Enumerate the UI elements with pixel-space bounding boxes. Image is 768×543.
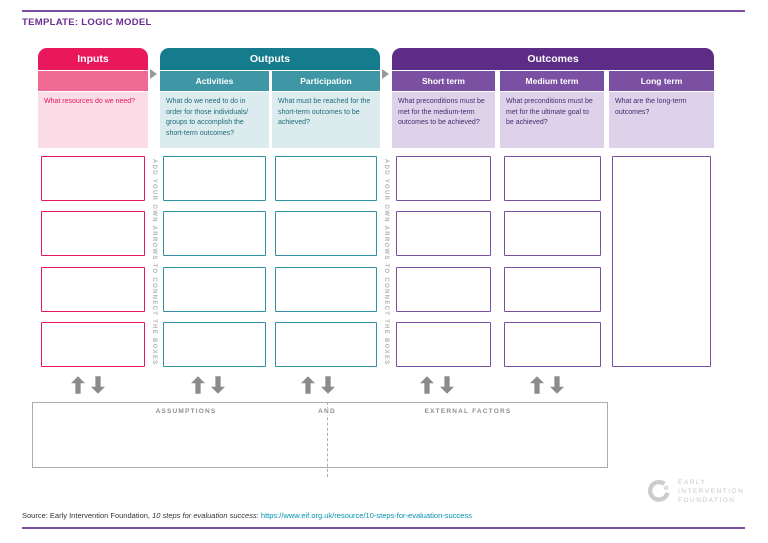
input-box-2[interactable] [41, 211, 145, 256]
updown-arrows-inputs [71, 376, 105, 394]
external-factors-label: EXTERNAL FACTORS [424, 408, 512, 415]
updown-arrows-participation [301, 376, 335, 394]
source-line: Source: Early Intervention Foundation, 1… [22, 511, 472, 520]
page-title: TEMPLATE: LOGIC MODEL [22, 17, 152, 28]
source-prefix: Source: Early Intervention Foundation, [22, 511, 153, 520]
inputs-band [38, 71, 148, 91]
medium-term-box-2[interactable] [504, 211, 601, 256]
activities-box-1[interactable] [163, 156, 266, 201]
up-arrow-icon [530, 376, 544, 394]
down-arrow-icon [550, 376, 564, 394]
down-arrow-icon [211, 376, 225, 394]
outcomes-column: Outcomes Short term What preconditions m… [392, 48, 714, 148]
long-term-question: What are the long-term outcomes? [609, 92, 714, 148]
eif-logo-text: EARLY INTERVENTION FOUNDATION [678, 478, 744, 505]
activities-subcolumn: Activities What do we need to do in orde… [160, 71, 269, 148]
outputs-header: Outputs [160, 48, 380, 70]
assumptions-label: ASSUMPTIONS [155, 408, 217, 415]
flow-arrow-icon [382, 69, 389, 79]
and-label: AND [312, 408, 342, 415]
eif-ring-icon [647, 479, 670, 502]
outcomes-header: Outcomes [392, 48, 714, 70]
participation-question: What must be reached for the short-term … [272, 92, 380, 148]
activities-header: Activities [160, 71, 269, 91]
flow-arrow-icon [150, 69, 157, 79]
inputs-column: Inputs What resources do we need? [38, 48, 148, 148]
up-arrow-icon [420, 376, 434, 394]
logo-line-3: FOUNDATION [678, 497, 736, 504]
medium-term-header: Medium term [500, 71, 604, 91]
long-term-subcolumn: Long term What are the long-term outcome… [609, 71, 714, 148]
down-arrow-icon [91, 376, 105, 394]
top-rule [22, 10, 745, 12]
gap-instruction-right: ADD YOUR OWN ARROWS TO CONNECT THE BOXES [383, 158, 389, 366]
medium-term-box-3[interactable] [504, 267, 601, 312]
logo-line-2: INTERVENTION [678, 488, 745, 495]
bottom-rule [22, 527, 745, 529]
outputs-column: Outputs Activities What do we need to do… [160, 48, 380, 148]
long-term-box[interactable] [612, 156, 711, 367]
inputs-question: What resources do we need? [38, 92, 148, 148]
source-link[interactable]: https://www.eif.org.uk/resource/10-steps… [260, 511, 472, 520]
short-term-box-4[interactable] [396, 322, 491, 367]
participation-box-2[interactable] [275, 211, 377, 256]
eif-logo: EARLY INTERVENTION FOUNDATION [644, 478, 744, 505]
short-term-question: What preconditions must be met for the m… [392, 92, 495, 148]
updown-arrows-activities [191, 376, 225, 394]
short-term-header: Short term [392, 71, 495, 91]
short-term-subcolumn: Short term What preconditions must be me… [392, 71, 495, 148]
participation-box-4[interactable] [275, 322, 377, 367]
inputs-header: Inputs [38, 48, 148, 70]
down-arrow-icon [321, 376, 335, 394]
participation-header: Participation [272, 71, 380, 91]
short-term-box-2[interactable] [396, 211, 491, 256]
medium-term-subcolumn: Medium term What preconditions must be m… [500, 71, 604, 148]
input-box-4[interactable] [41, 322, 145, 367]
short-term-box-1[interactable] [396, 156, 491, 201]
participation-box-3[interactable] [275, 267, 377, 312]
updown-arrows-short-term [420, 376, 454, 394]
short-term-box-3[interactable] [396, 267, 491, 312]
medium-term-box-1[interactable] [504, 156, 601, 201]
activities-question: What do we need to do in order for those… [160, 92, 269, 148]
assumptions-divider [327, 402, 328, 477]
logo-line-1: EARLY [678, 479, 707, 486]
source-separator: : [256, 511, 261, 520]
input-box-3[interactable] [41, 267, 145, 312]
participation-subcolumn: Participation What must be reached for t… [272, 71, 380, 148]
gap-instruction-left: ADD YOUR OWN ARROWS TO CONNECT THE BOXES [151, 158, 157, 366]
activities-box-2[interactable] [163, 211, 266, 256]
medium-term-box-4[interactable] [504, 322, 601, 367]
activities-box-4[interactable] [163, 322, 266, 367]
updown-arrows-medium-term [530, 376, 564, 394]
source-title: 10 steps for evaluation success [152, 511, 257, 520]
participation-box-1[interactable] [275, 156, 377, 201]
up-arrow-icon [191, 376, 205, 394]
down-arrow-icon [440, 376, 454, 394]
up-arrow-icon [71, 376, 85, 394]
input-box-1[interactable] [41, 156, 145, 201]
activities-box-3[interactable] [163, 267, 266, 312]
up-arrow-icon [301, 376, 315, 394]
medium-term-question: What preconditions must be met for the u… [500, 92, 604, 148]
long-term-header: Long term [609, 71, 714, 91]
